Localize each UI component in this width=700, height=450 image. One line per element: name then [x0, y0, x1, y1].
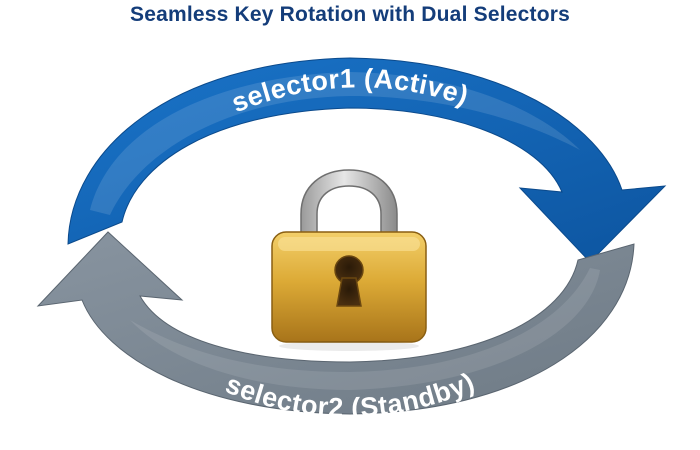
padlock-icon	[271, 169, 427, 351]
active-arrow	[67, 57, 667, 263]
keyhole	[334, 255, 364, 307]
standby-arrow	[36, 231, 635, 415]
diagram-title: Seamless Key Rotation with Dual Selector…	[129, 3, 570, 26]
